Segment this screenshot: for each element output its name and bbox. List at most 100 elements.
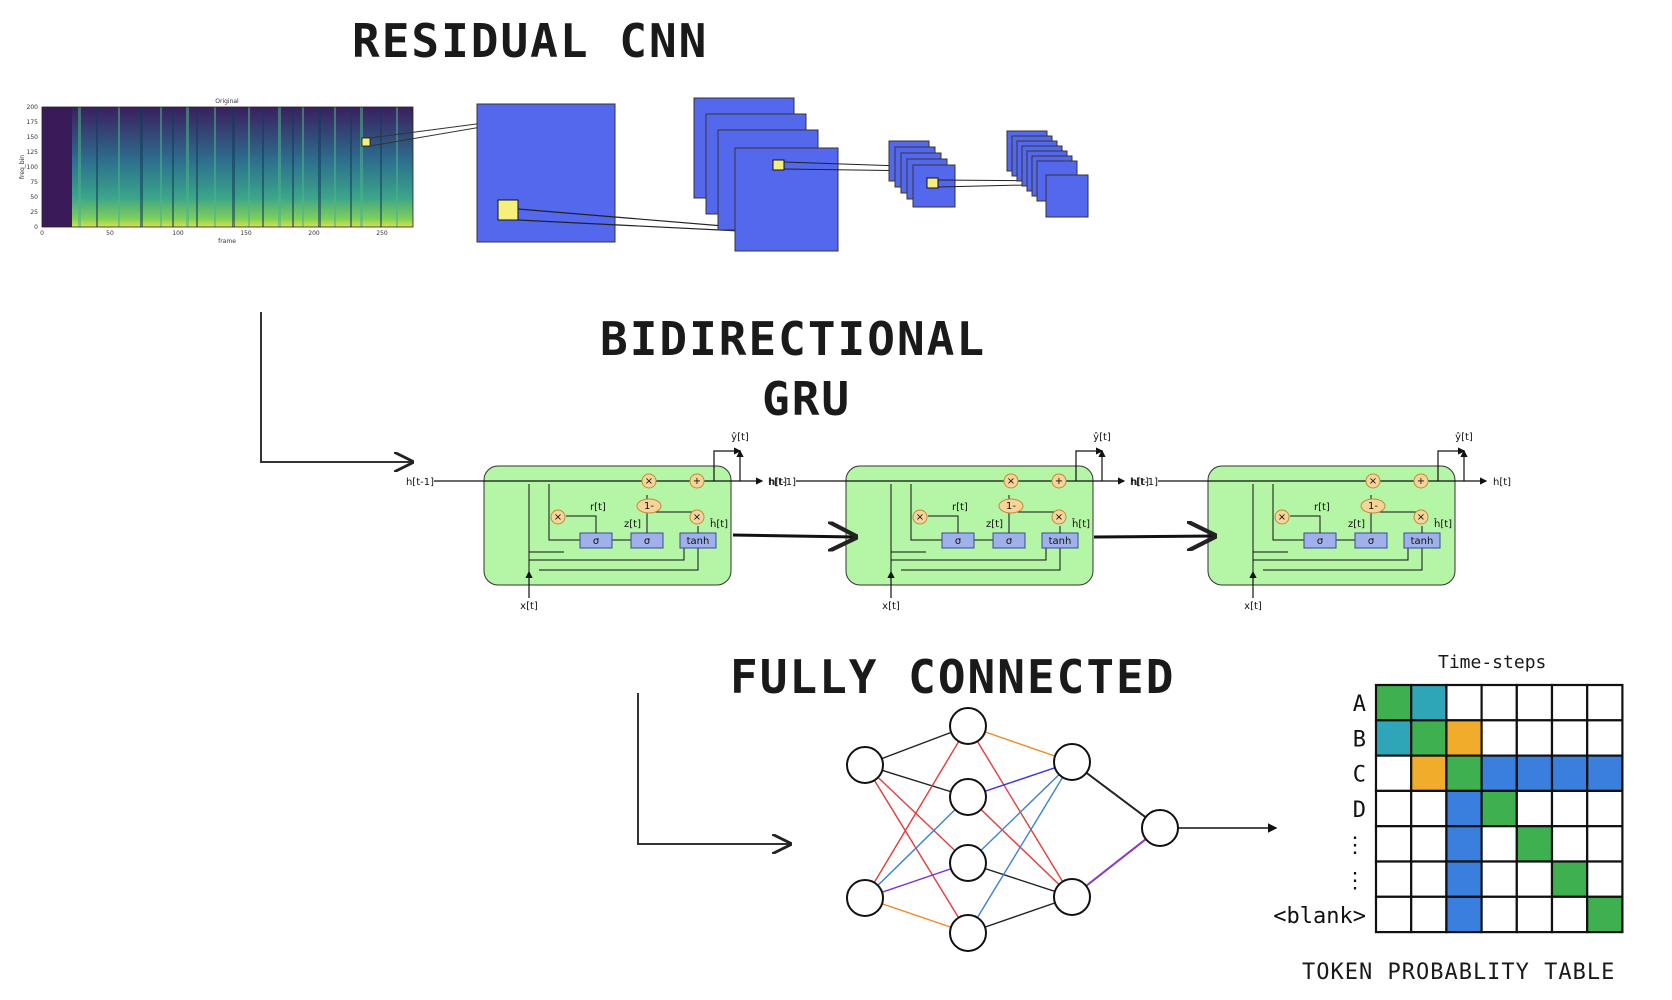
feature-map-stack-2 [693, 97, 931, 252]
hidden-neuron [1053, 743, 1091, 781]
token-cell [1445, 895, 1483, 934]
spectrogram-ytick: 100 [27, 164, 39, 171]
token-cell [1586, 754, 1624, 792]
one-minus-label: 1- [1368, 501, 1378, 512]
bidirectional-title: BIDIRECTIONAL [600, 312, 987, 366]
receptive-field-highlight [361, 137, 371, 147]
spectrogram-ytick: 125 [27, 149, 39, 156]
token-cell [1374, 789, 1413, 828]
h-prev-label: h[t-1] [768, 477, 796, 488]
token-cell [1480, 683, 1518, 722]
tanh-gate-label: tanh [687, 536, 710, 547]
token-cell [1410, 825, 1448, 863]
token-cell [1374, 825, 1413, 863]
candidate-label: ĥ[t] [1433, 517, 1452, 530]
token-cell [1586, 683, 1624, 722]
token-cell [1480, 789, 1518, 828]
spectrogram-ytick: 200 [27, 104, 39, 111]
token-cell [1410, 860, 1448, 898]
token-cell [1550, 719, 1589, 757]
token-cell [1550, 895, 1589, 934]
token-cell [1374, 754, 1413, 792]
spectrogram-ytick: 75 [30, 179, 38, 186]
token-cell [1515, 860, 1554, 898]
gru-op-label: × [1007, 476, 1015, 487]
input-neuron [846, 879, 884, 917]
token-row-label: C [1353, 763, 1366, 788]
token-cell [1410, 719, 1448, 757]
reset-gate-label: r[t] [952, 502, 968, 513]
gru-op-label: × [1278, 512, 1286, 523]
token-cell [1550, 754, 1589, 792]
x-in-label: x[t] [1244, 601, 1262, 612]
update-gate-label: z[t] [1348, 519, 1365, 530]
candidate-label: ĥ[t] [1071, 517, 1090, 530]
gru-op-label: × [916, 512, 924, 523]
spectrogram-title: Original [215, 98, 239, 105]
token-cell [1445, 860, 1483, 898]
fully-connected-network [846, 707, 1278, 952]
token-cell [1515, 895, 1554, 934]
residual-cnn-title: RESIDUAL CNN [352, 14, 709, 68]
sigma-gate-label: σ [1368, 536, 1375, 547]
one-minus-label: 1- [644, 501, 654, 512]
time-steps-label: Time-steps [1438, 652, 1547, 673]
token-cell [1445, 754, 1483, 792]
tanh-gate-label: tanh [1411, 536, 1434, 547]
update-gate-label: z[t] [986, 519, 1003, 530]
cnn-feature-maps [476, 97, 1089, 252]
token-row-label: <blank> [1273, 904, 1366, 929]
gru-op-label: + [1055, 476, 1063, 487]
token-row-label: D [1353, 798, 1366, 823]
sigma-gate-label: σ [1317, 536, 1324, 547]
token-cell [1586, 895, 1624, 934]
h-out-label: h[t] [1493, 477, 1511, 488]
sigma-gate-label: σ [644, 536, 651, 547]
spectrogram-ylabel: freq_bin [19, 155, 26, 179]
token-cell [1586, 789, 1624, 828]
fully-connected-title: FULLY CONNECTED [730, 650, 1176, 704]
token-probability-table [1374, 683, 1624, 934]
token-row-label: A [1353, 692, 1366, 717]
gru-cells: σ σ tanh × × + × 1- h[t-1] h[t] ŷ[t] x[t] r[t] z[t] ĥ[… [406, 431, 1511, 612]
gru-link-arrow [1093, 536, 1214, 537]
y-out-label: ŷ[t] [1455, 431, 1473, 443]
hidden-neuron [949, 778, 987, 816]
token-cell [1480, 860, 1518, 898]
gru-op-label: + [693, 476, 701, 487]
spectrogram-xtick: 200 [308, 230, 320, 237]
y-out-label: ŷ[t] [1093, 431, 1111, 443]
gru-op-label: × [554, 512, 562, 523]
tanh-gate-label: tanh [1049, 536, 1072, 547]
spectrogram-xtick: 100 [172, 230, 184, 237]
token-cell [1445, 683, 1483, 722]
spectrogram-ytick: 0 [34, 224, 38, 231]
token-cell [1515, 789, 1554, 828]
token-cell [1374, 860, 1413, 898]
spectrogram-xtick: 150 [240, 230, 252, 237]
spectrogram-ytick: 25 [30, 209, 38, 216]
gru-op-label: × [1055, 512, 1063, 523]
spectrogram-ytick: 175 [27, 119, 39, 126]
token-cell [1374, 895, 1413, 934]
x-in-label: x[t] [520, 601, 538, 612]
token-cell [1445, 719, 1483, 757]
spectrogram-xtick: 250 [376, 230, 388, 237]
gru-op-label: × [1369, 476, 1377, 487]
token-cell [1550, 789, 1589, 828]
one-minus-label: 1- [1006, 501, 1016, 512]
reset-gate-label: r[t] [590, 502, 606, 513]
token-row-label: ⋮ [1344, 869, 1366, 894]
spectrogram-ytick: 50 [30, 194, 38, 201]
token-cell [1550, 683, 1589, 722]
sigma-gate-label: σ [955, 536, 962, 547]
token-cell [1410, 683, 1448, 722]
token-cell [1410, 754, 1448, 792]
x-in-label: x[t] [882, 601, 900, 612]
spectrogram-xlabel: frame [218, 238, 236, 245]
token-cell [1586, 719, 1624, 757]
spectrogram-ytick: 150 [27, 134, 39, 141]
token-cell [1445, 789, 1483, 828]
